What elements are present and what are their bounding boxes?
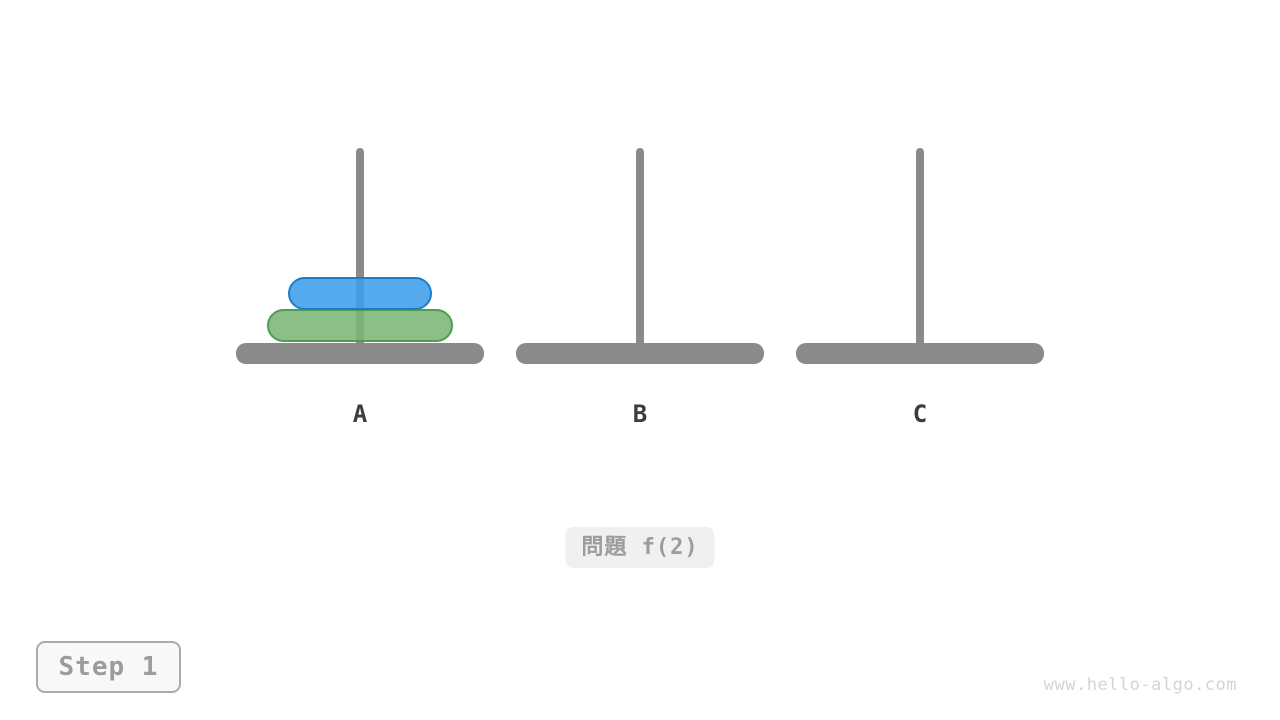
disk-large-green — [267, 309, 453, 342]
peg-c-label: C — [912, 400, 928, 428]
peg-c-pole — [916, 148, 924, 354]
watermark-text: www.hello-algo.com — [1043, 675, 1237, 695]
disk-small-blue — [288, 277, 432, 310]
problem-badge: 問題 f(2) — [565, 527, 715, 568]
peg-a-pole — [356, 148, 364, 354]
peg-a-label: A — [352, 400, 368, 428]
peg-b-pole — [636, 148, 644, 354]
peg-b-label: B — [632, 400, 648, 428]
step-badge: Step 1 — [36, 641, 181, 693]
peg-c-base — [796, 343, 1044, 364]
peg-b-base — [516, 343, 764, 364]
peg-a-base — [236, 343, 484, 364]
